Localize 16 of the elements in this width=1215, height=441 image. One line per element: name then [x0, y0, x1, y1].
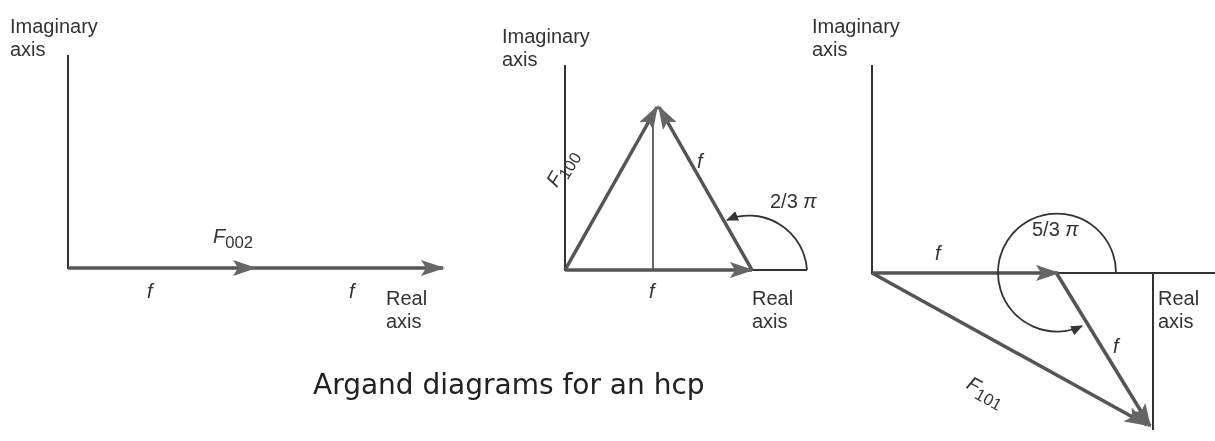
vector-label: F$_{002}$ — [213, 225, 253, 254]
axis-label: Imaginary axis — [812, 15, 901, 61]
axis-label: Real axis — [386, 287, 429, 333]
vector-label: f — [649, 280, 655, 303]
vector-label: f — [697, 150, 703, 173]
caption: Argand diagrams for an hcp — [313, 368, 705, 401]
axis-label: Imaginary axis — [502, 25, 591, 71]
vector-label: f — [935, 242, 941, 265]
axis-label: Imaginary axis — [10, 15, 99, 61]
vector-label: f — [349, 280, 355, 303]
angle-label: 5/3 π — [1032, 218, 1079, 241]
vector-label: f — [1113, 335, 1119, 358]
axis-label: Real axis — [752, 287, 795, 333]
vector-label: f — [147, 280, 153, 303]
axis-label: Real axis — [1158, 287, 1201, 333]
angle-label: 2/3 π — [770, 190, 817, 213]
